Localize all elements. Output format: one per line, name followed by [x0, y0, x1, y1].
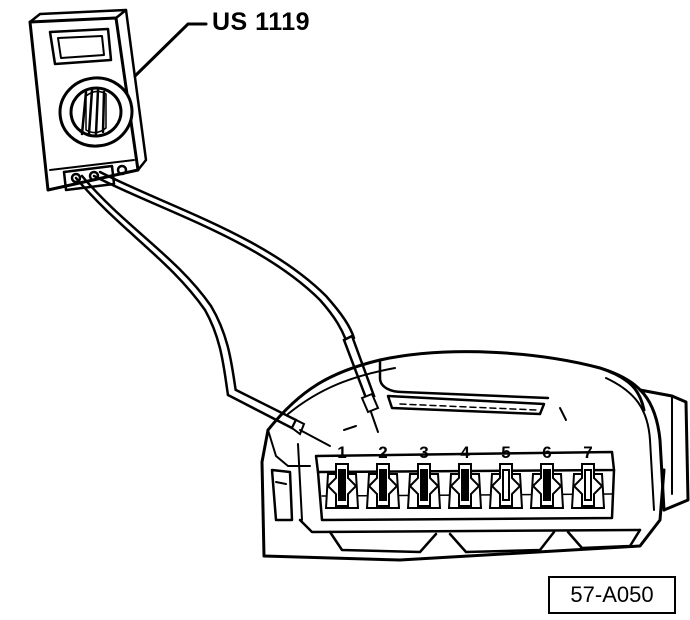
tool-callout-line	[133, 22, 208, 78]
connector-pin	[488, 463, 524, 509]
tool-label: US 1119	[212, 8, 311, 36]
connector-pin	[365, 463, 401, 509]
multimeter	[28, 8, 148, 192]
connector-pin	[324, 463, 360, 509]
connector-pin	[570, 463, 606, 509]
selector-dial	[58, 76, 134, 148]
pin-number-label: 2	[378, 443, 387, 462]
multimeter-display	[48, 27, 113, 66]
connector-pin	[529, 463, 565, 509]
connector-housing	[260, 350, 690, 562]
input-jacks	[62, 164, 128, 192]
pin-number-label: 4	[460, 443, 470, 462]
figure-reference: 57-A050	[548, 576, 676, 614]
pin-number-label: 5	[501, 443, 510, 462]
pin-number-label: 6	[542, 443, 551, 462]
pin-number-label: 7	[583, 443, 592, 462]
pin-number-label: 3	[419, 443, 428, 462]
connector-pin	[406, 463, 442, 509]
connector-pins: 1 2 3 4 5 6 7	[324, 443, 606, 509]
connector-pin	[447, 463, 483, 509]
pin-number-label: 1	[337, 443, 346, 462]
